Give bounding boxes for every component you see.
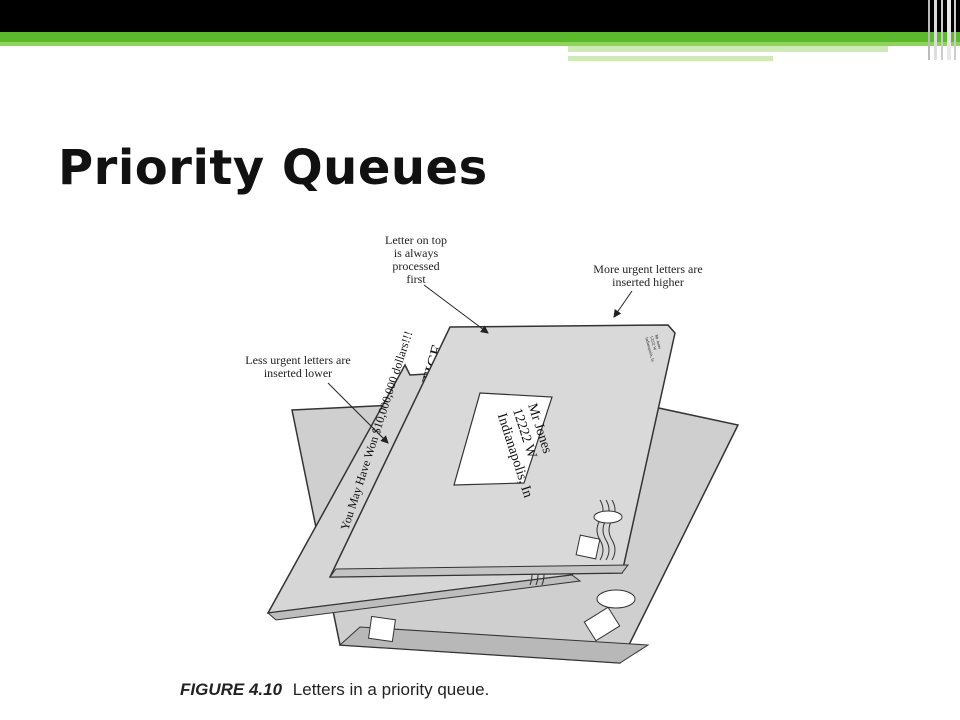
stamp-bottom [368, 615, 396, 643]
postmark-bottom [596, 589, 636, 609]
label-top-line-3: processed [392, 259, 439, 273]
header-corner-stripes [928, 0, 956, 60]
stamp-lines-top [596, 499, 616, 561]
callout-urgent: More urgent letters are inserted higher [593, 262, 703, 318]
header-black-bar [0, 0, 960, 32]
header-green-highlight [0, 42, 960, 46]
label-urgent-line-2: inserted higher [612, 275, 684, 289]
arrow-urgent [613, 290, 633, 318]
stamp-bottom-right [583, 606, 621, 642]
header-accent-line-2 [568, 56, 773, 61]
label-urgent-line-1: More urgent letters are [593, 262, 702, 276]
header-accent-line-1 [568, 46, 888, 52]
figure-caption-text: Letters in a priority queue. [292, 680, 490, 699]
callout-less: Less urgent letters are inserted lower [245, 353, 389, 444]
figure-number: FIGURE 4.10 [180, 680, 283, 699]
callout-top: Letter on top is always processed first [385, 233, 489, 334]
stamp-top [575, 534, 601, 560]
label-top-line-1: Letter on top [385, 233, 447, 247]
address-window [453, 392, 553, 486]
return-address-line-1: Mr Jones [654, 334, 663, 350]
label-less-line-1: Less urgent letters are [245, 353, 350, 367]
letters-diagram: FINAL NOTICE You May Have Won $10,000,00… [245, 233, 740, 664]
priority-queue-figure: FINAL NOTICE You May Have Won $10,000,00… [180, 225, 780, 705]
arrow-top [423, 284, 489, 334]
figure-caption: FIGURE 4.10 Letters in a priority queue. [180, 680, 489, 700]
label-top-line-2: is always [394, 246, 439, 260]
envelope-top: Mr Jones 12222 W Indianapolis, In Mr Jon… [328, 324, 676, 578]
arrow-less [327, 382, 389, 444]
slide-title: Priority Queues [58, 140, 488, 196]
return-address-line-2: 12222 W [649, 335, 658, 351]
label-less-line-2: inserted lower [264, 366, 332, 380]
postmark-top [593, 510, 623, 524]
label-top-line-4: first [406, 272, 426, 286]
